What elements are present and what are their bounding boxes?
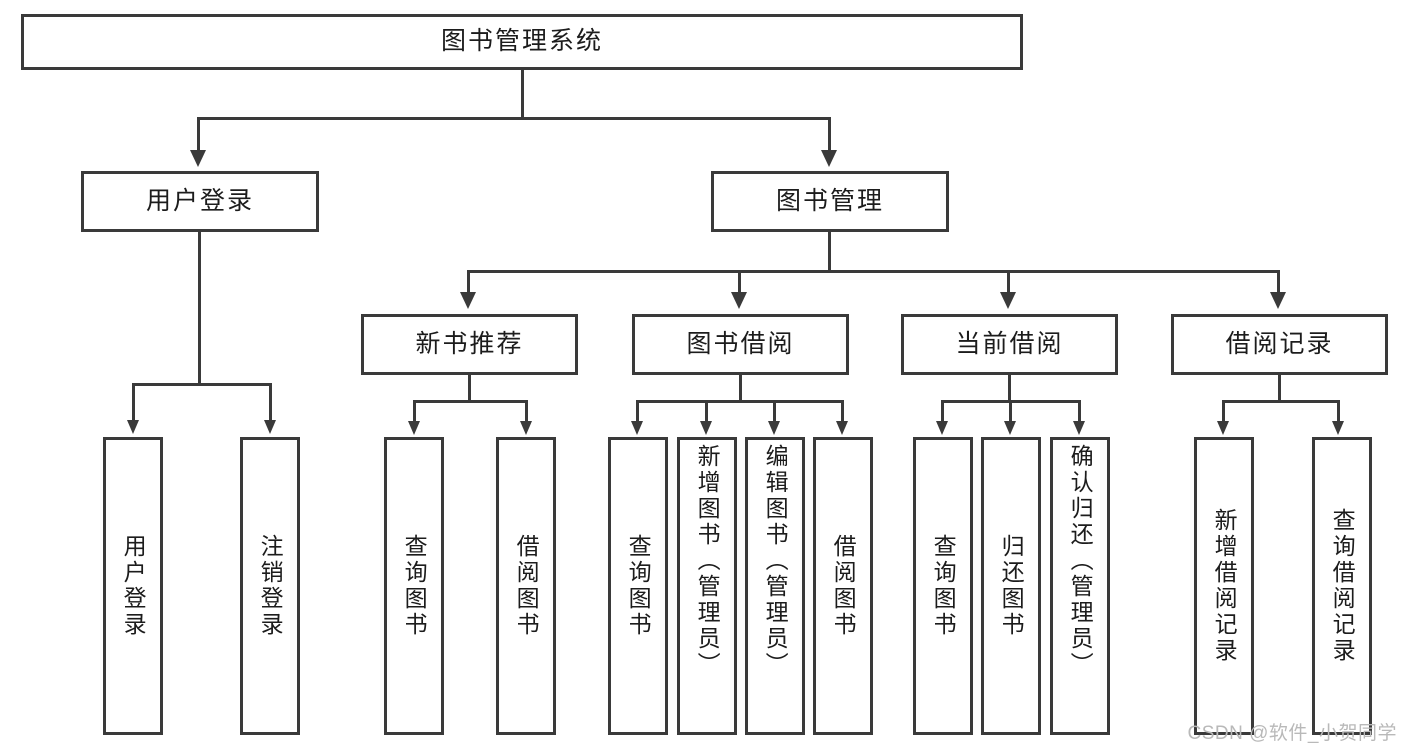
arrowhead-leaf-return-book xyxy=(1004,421,1016,435)
arrowhead-leaf-borrow-book-2 xyxy=(836,421,848,435)
connector-bb-drop-2 xyxy=(705,400,708,422)
node-label: 查询借阅记录 xyxy=(1329,508,1356,664)
connector-br-bus xyxy=(1222,400,1340,403)
arrowhead-borrow-record xyxy=(1270,292,1286,309)
arrowhead-leaf-add-record xyxy=(1217,421,1229,435)
leaf-edit-book[interactable]: 编辑图书（管理员） xyxy=(745,437,805,735)
node-label: 借阅图书 xyxy=(513,534,540,638)
arrowhead-leaf-query-record xyxy=(1332,421,1344,435)
node-label: 图书借阅 xyxy=(686,329,795,358)
connector-cb-drop-3 xyxy=(1078,400,1081,422)
connector-root-stem xyxy=(521,70,524,118)
node-label: 查询图书 xyxy=(401,534,428,638)
arrowhead-book-borrow xyxy=(731,292,747,309)
connector-user-login-drop-2 xyxy=(269,383,272,421)
leaf-query-book-2[interactable]: 查询图书 xyxy=(608,437,668,735)
connector-bb-drop-4 xyxy=(841,400,844,422)
connector-book-manage-stem xyxy=(828,232,831,272)
connector-user-login-stem xyxy=(198,232,201,385)
connector-nbr-bus xyxy=(413,400,528,403)
connector-bm-drop-1 xyxy=(467,270,470,294)
arrowhead-leaf-query-book-1 xyxy=(408,421,420,435)
leaf-query-record[interactable]: 查询借阅记录 xyxy=(1312,437,1372,735)
arrowhead-current-borrow xyxy=(1000,292,1016,309)
node-label: 图书管理 xyxy=(775,186,884,215)
connector-bm-drop-2 xyxy=(738,270,741,294)
node-book-manage[interactable]: 图书管理 xyxy=(711,171,949,232)
leaf-return-book[interactable]: 归还图书 xyxy=(981,437,1041,735)
arrowhead-leaf-add-book xyxy=(700,421,712,435)
connector-user-login-bus xyxy=(132,383,269,386)
connector-root-bus xyxy=(197,117,831,120)
node-label: 新增图书（管理员） xyxy=(694,444,721,678)
node-label: 新书推荐 xyxy=(415,329,524,358)
node-current-borrow[interactable]: 当前借阅 xyxy=(901,314,1118,375)
node-book-borrow[interactable]: 图书借阅 xyxy=(632,314,849,375)
arrowhead-leaf-confirm-return xyxy=(1073,421,1085,435)
leaf-add-record[interactable]: 新增借阅记录 xyxy=(1194,437,1254,735)
connector-root-to-user-login xyxy=(197,117,200,153)
leaf-add-book[interactable]: 新增图书（管理员） xyxy=(677,437,737,735)
leaf-logout[interactable]: 注销登录 xyxy=(240,437,300,735)
connector-bb-bus xyxy=(636,400,844,403)
node-label: 编辑图书（管理员） xyxy=(762,444,789,678)
leaf-confirm-return[interactable]: 确认归还（管理员） xyxy=(1050,437,1110,735)
node-label: 借阅图书 xyxy=(830,534,857,638)
connector-user-login-drop-1 xyxy=(132,383,135,421)
node-label: 当前借阅 xyxy=(955,329,1064,358)
connector-bm-drop-4 xyxy=(1277,270,1280,294)
node-borrow-record[interactable]: 借阅记录 xyxy=(1171,314,1388,375)
connector-br-drop-2 xyxy=(1337,400,1340,422)
arrowhead-leaf-user-login xyxy=(127,420,139,434)
node-user-login[interactable]: 用户登录 xyxy=(81,171,319,232)
node-root-system[interactable]: 图书管理系统 xyxy=(21,14,1023,70)
leaf-query-book-3[interactable]: 查询图书 xyxy=(913,437,973,735)
arrowhead-leaf-query-book-2 xyxy=(631,421,643,435)
connector-nbr-drop-2 xyxy=(525,400,528,422)
arrowhead-leaf-borrow-book-1 xyxy=(520,421,532,435)
arrowhead-leaf-query-book-3 xyxy=(936,421,948,435)
connector-bb-drop-3 xyxy=(773,400,776,422)
connector-cb-drop-2 xyxy=(1009,400,1012,422)
connector-book-manage-bus xyxy=(467,270,1278,273)
node-label: 新增借阅记录 xyxy=(1211,508,1238,664)
connector-bb-drop-1 xyxy=(636,400,639,422)
connector-bm-drop-3 xyxy=(1007,270,1010,294)
leaf-borrow-book-1[interactable]: 借阅图书 xyxy=(496,437,556,735)
connector-nbr-drop-1 xyxy=(413,400,416,422)
node-label: 图书管理系统 xyxy=(440,27,603,56)
arrowhead-book-manage xyxy=(821,150,837,167)
leaf-query-book-1[interactable]: 查询图书 xyxy=(384,437,444,735)
arrowhead-leaf-logout xyxy=(264,420,276,434)
connector-bb-stem xyxy=(739,375,742,402)
arrowhead-leaf-edit-book xyxy=(768,421,780,435)
node-label: 借阅记录 xyxy=(1225,329,1334,358)
connector-br-drop-1 xyxy=(1222,400,1225,422)
connector-cb-drop-1 xyxy=(941,400,944,422)
connector-nbr-stem xyxy=(468,375,471,402)
connector-cb-stem xyxy=(1008,375,1011,402)
leaf-borrow-book-2[interactable]: 借阅图书 xyxy=(813,437,873,735)
node-new-book-recommend[interactable]: 新书推荐 xyxy=(361,314,578,375)
arrowhead-new-book-recommend xyxy=(460,292,476,309)
node-label: 用户登录 xyxy=(120,534,147,638)
node-label: 归还图书 xyxy=(998,534,1025,638)
node-label: 查询图书 xyxy=(930,534,957,638)
arrowhead-user-login xyxy=(190,150,206,167)
node-label: 确认归还（管理员） xyxy=(1067,444,1094,678)
node-label: 注销登录 xyxy=(257,534,284,638)
leaf-user-login[interactable]: 用户登录 xyxy=(103,437,163,735)
watermark-text: CSDN @软件_小贺同学 xyxy=(1187,723,1397,744)
node-label: 查询图书 xyxy=(625,534,652,638)
node-label: 用户登录 xyxy=(145,186,254,215)
connector-root-to-book-manage xyxy=(828,117,831,153)
connector-br-stem xyxy=(1278,375,1281,402)
